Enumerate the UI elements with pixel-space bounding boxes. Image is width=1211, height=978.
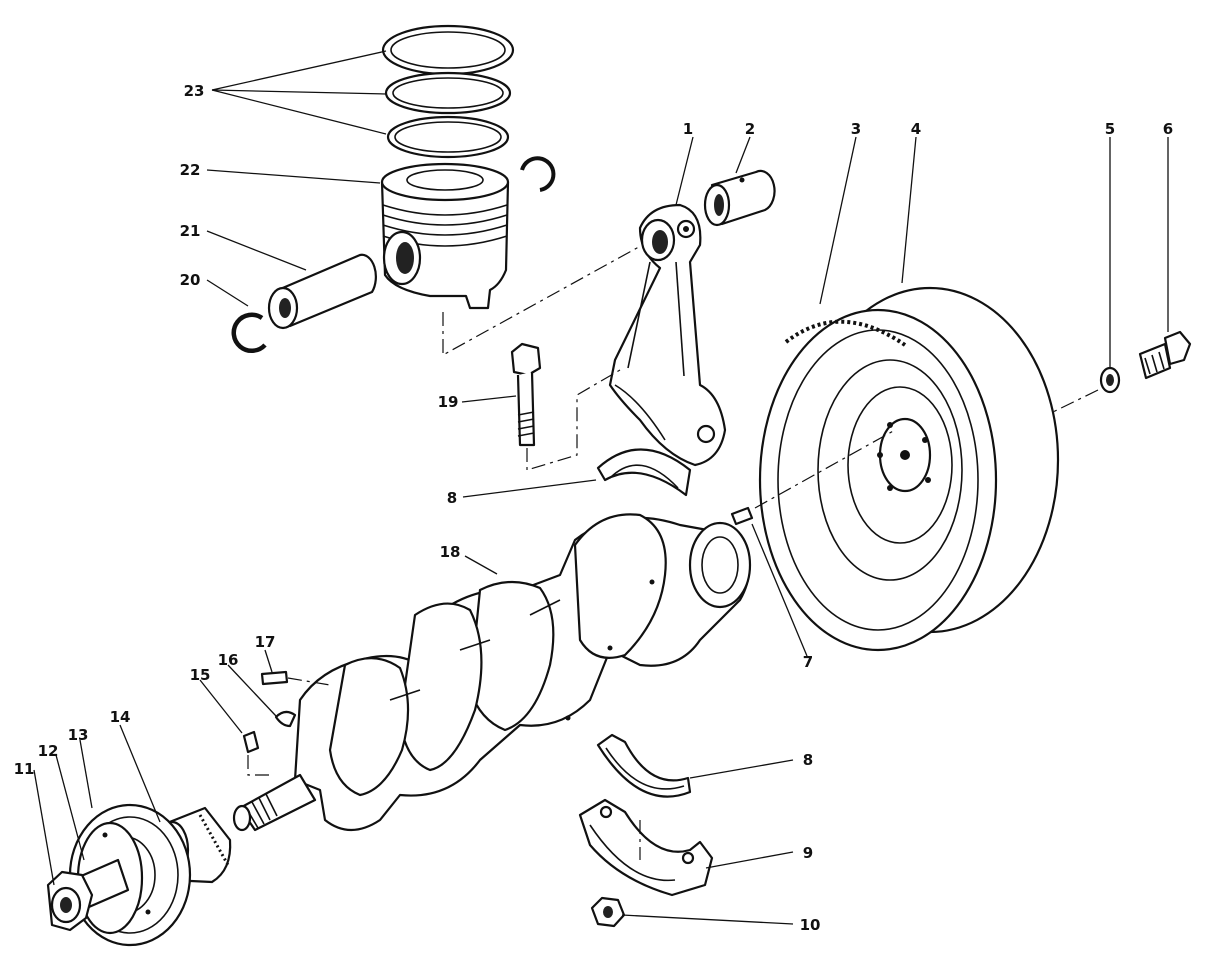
ring-gear-teeth <box>784 319 907 347</box>
piston <box>380 162 510 310</box>
callout-7: 7 <box>803 653 813 671</box>
callout-18: 18 <box>440 543 461 561</box>
callout-10: 10 <box>800 916 821 934</box>
woodruff-key-16 <box>274 710 297 728</box>
crankshaft <box>293 513 752 832</box>
callout-23: 23 <box>184 82 205 100</box>
callout-19: 19 <box>438 393 459 411</box>
callout-5: 5 <box>1105 120 1115 138</box>
callout-1: 1 <box>683 120 693 138</box>
piston-pin-circlip-left <box>231 312 267 354</box>
flywheel-bolt <box>1138 330 1192 380</box>
callout-17: 17 <box>255 633 276 651</box>
flywheel <box>758 286 1060 652</box>
callout-labels: 1 2 3 4 5 6 7 8 8 9 10 11 12 13 14 15 16… <box>14 82 1174 934</box>
callout-20: 20 <box>180 271 201 289</box>
dowel-pin <box>730 506 754 526</box>
callout-9: 9 <box>803 844 813 862</box>
flywheel-washer <box>1099 366 1121 394</box>
pulley-nut <box>46 870 94 932</box>
callout-15: 15 <box>190 666 211 684</box>
callout-12: 12 <box>38 742 59 760</box>
pin-alignment-line <box>287 677 331 686</box>
piston-rings <box>381 24 515 159</box>
callout-21: 21 <box>180 222 201 240</box>
crankshaft-nose <box>232 773 317 832</box>
callout-4: 4 <box>911 120 921 138</box>
big-end-bearing-shell-upper <box>596 448 692 497</box>
crankshaft-key-15 <box>242 730 260 754</box>
pin-17 <box>260 670 289 686</box>
callout-3: 3 <box>851 120 861 138</box>
flywheel-bolt-alignment-line <box>1052 389 1099 413</box>
callout-8-upper: 8 <box>447 489 457 507</box>
callout-8-lower: 8 <box>803 751 813 769</box>
piston-pin <box>267 253 377 330</box>
callout-13: 13 <box>68 726 89 744</box>
callout-14: 14 <box>110 708 131 726</box>
leader-lines <box>33 50 1169 925</box>
bolt-alignment-line <box>526 369 621 471</box>
callout-16: 16 <box>218 651 239 669</box>
piston-pin-circlip-right <box>520 156 556 192</box>
callout-22: 22 <box>180 161 201 179</box>
big-end-bearing-shell-lower <box>596 733 692 798</box>
callout-11: 11 <box>14 760 35 778</box>
callout-2: 2 <box>745 120 755 138</box>
conrod-bolt <box>510 342 542 447</box>
cap-nut <box>590 896 626 928</box>
key-alignment-line <box>247 755 270 776</box>
callout-6: 6 <box>1163 120 1173 138</box>
small-end-bush <box>703 169 776 227</box>
connecting-rod <box>608 203 727 467</box>
conrod-cap <box>578 798 714 897</box>
